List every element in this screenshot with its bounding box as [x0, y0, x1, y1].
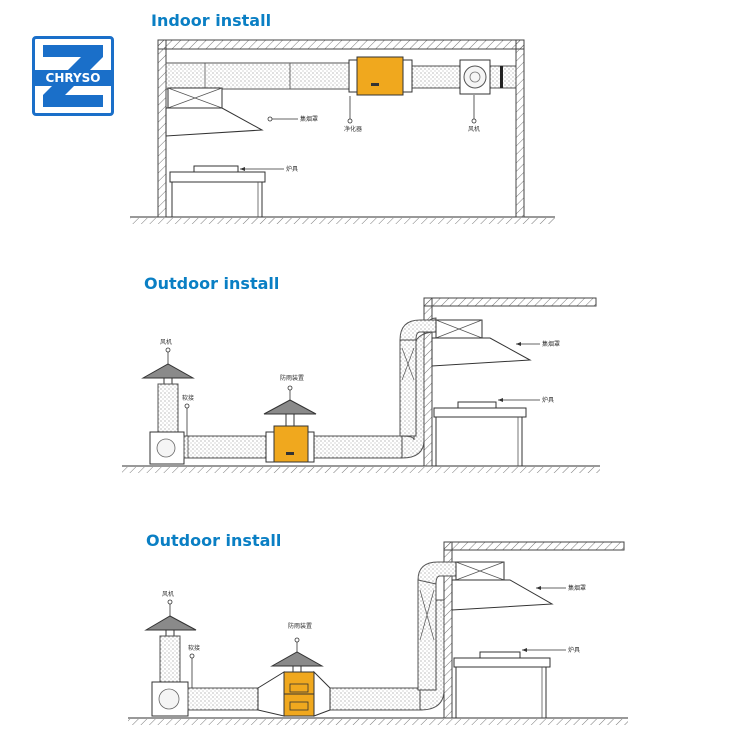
chryso-logo: CHRYSO	[32, 36, 114, 116]
purifier-unit-2	[273, 425, 309, 463]
label-hood-3: 集烟罩	[568, 584, 586, 592]
label-purifier: 净化器	[344, 125, 362, 133]
label-rain-cover-2: 防雨装置	[280, 374, 304, 382]
label-fan-2: 风机	[160, 338, 172, 346]
purifier-flange-right	[402, 59, 413, 93]
stove-top	[169, 171, 266, 183]
duct-right	[411, 65, 461, 89]
section-2-heading: Outdoor install	[144, 274, 280, 293]
indoor-diagram: 集烟罩 净化器 风机 炉具	[130, 39, 555, 224]
logo-text: CHRYSO	[35, 70, 111, 86]
label-hood: 集烟罩	[300, 115, 318, 123]
hood-canopy	[165, 107, 264, 137]
purifier-flange-left	[348, 59, 358, 93]
label-stove-2: 炉具	[542, 396, 554, 404]
stove-body	[171, 181, 263, 218]
floor-hatch	[130, 218, 555, 224]
label-connector-2: 软接	[182, 394, 194, 402]
left-wall	[157, 39, 167, 218]
label-connector-3: 软接	[188, 644, 200, 652]
label-stove-3: 炉具	[568, 646, 580, 654]
label-fan: 风机	[468, 125, 480, 133]
outdoor-diagram-1: 风机 软接 防雨装置 集烟罩 炉具	[122, 297, 600, 473]
section-1-heading: Indoor install	[151, 11, 272, 30]
outdoor-diagram-2: 风机 软接 防雨装置 集烟罩 炉具	[128, 541, 628, 725]
duct-left	[165, 62, 357, 90]
section-3-heading: Outdoor install	[146, 531, 282, 550]
ceiling	[157, 39, 525, 50]
label-hood-2: 集烟罩	[542, 340, 560, 348]
label-rain-cover-3: 防雨装置	[288, 622, 312, 630]
purifier-unit	[356, 56, 404, 96]
label-fan-3: 风机	[162, 590, 174, 598]
label-stove: 炉具	[286, 165, 298, 173]
right-wall	[515, 39, 525, 218]
